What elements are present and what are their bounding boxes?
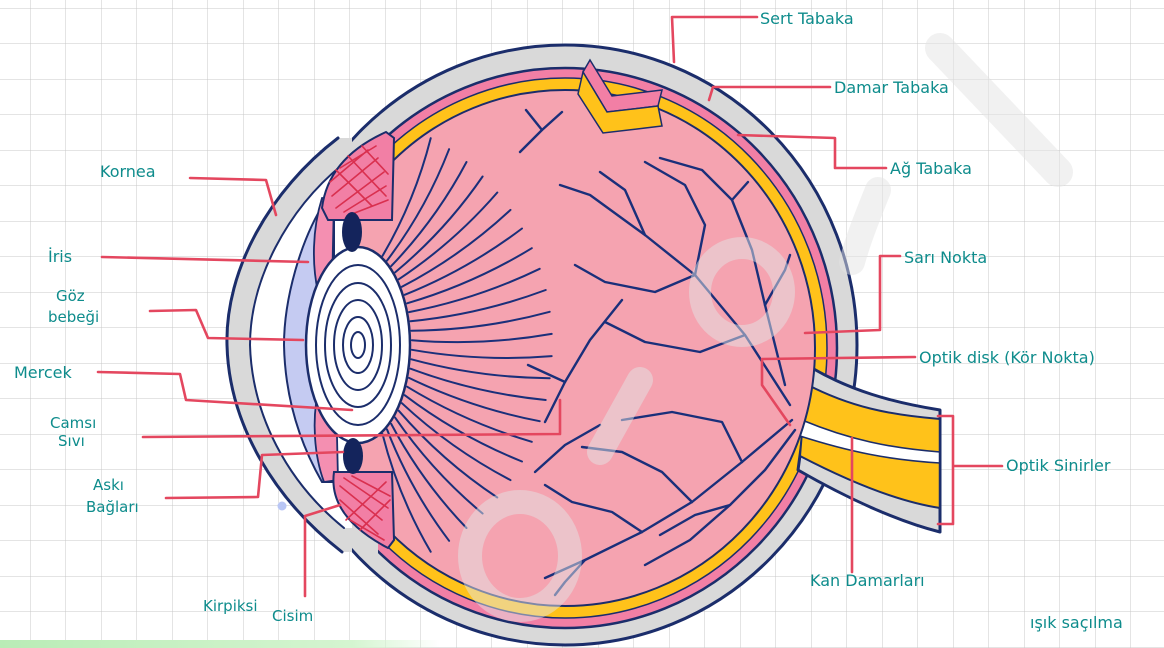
label-sari-nokta: Sarı Nokta: [904, 248, 987, 267]
label-iris: İris: [48, 247, 72, 266]
iris-edge-lower: [343, 438, 363, 474]
label-aski-baglari-1: Askı: [93, 476, 124, 494]
label-aski-baglari-2: Bağları: [86, 498, 139, 516]
label-goz-bebegi-1: Göz: [56, 287, 85, 305]
label-camsi-sivi-2: Sıvı: [58, 432, 85, 450]
label-isik-sacilma: ışık saçılma: [1030, 613, 1123, 632]
label-camsi-sivi-1: Camsı: [50, 414, 96, 432]
label-optik-sinirler: Optik Sinirler: [1006, 456, 1111, 475]
label-mercek: Mercek: [14, 363, 73, 382]
label-ag-tabaka: Ağ Tabaka: [890, 159, 972, 178]
label-damar-tabaka: Damar Tabaka: [834, 78, 949, 97]
lens: [306, 247, 410, 443]
bottom-green-bar: [0, 640, 440, 648]
small-dot: [278, 502, 287, 511]
label-optik-disk: Optik disk (Kör Nokta): [919, 348, 1095, 367]
label-kirpiksi-cisim-1: Kirpiksi: [203, 597, 258, 615]
label-kan-damarlari: Kan Damarları: [810, 571, 925, 590]
label-sert-tabaka: Sert Tabaka: [760, 9, 854, 28]
label-goz-bebegi-2: bebeği: [48, 308, 99, 326]
iris-edge-upper: [342, 212, 362, 252]
label-kirpiksi-cisim-2: Cisim: [272, 607, 313, 625]
label-kornea: Kornea: [100, 162, 156, 181]
